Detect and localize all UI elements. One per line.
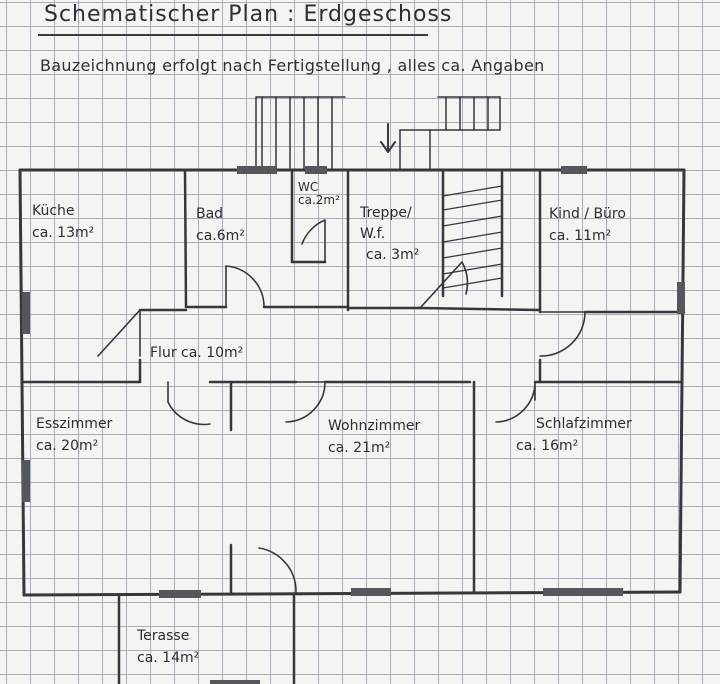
window-wc [305,166,327,174]
room-label-wc: WC ca.2m² [298,181,340,207]
window-wohn-bottom [351,588,391,596]
room-name-wohnzimmer: Wohnzimmer [328,418,421,434]
door-swings [97,219,586,593]
window-kueche [22,292,30,334]
window-ess [22,460,30,502]
window-schlaf-bottom [543,588,623,596]
room-area-kind: ca. 11m² [549,228,612,244]
room-label-treppe: Treppe/ W.f. ca. 3m² [360,203,419,266]
window-ess-bottom [159,590,201,598]
room-label-kind: Kind / Büro ca. 11m² [549,203,626,247]
outer-staircase [255,96,501,171]
room-name-kueche: Küche [32,203,75,219]
room-area-wc: ca.2m² [298,193,340,207]
room-name-flur: Flur [150,345,177,361]
room-area-esszimmer: ca. 20m² [36,438,99,454]
room-label-flur: Flur ca. 10m² [150,342,243,364]
room-name2-treppe: W.f. [360,226,386,242]
windows [22,166,685,684]
room-label-schlafzimmer: Schlafzimmer ca. 16m² [516,413,632,457]
room-area-wohnzimmer: ca. 21m² [328,440,391,456]
room-area-treppe: ca. 3m² [366,247,420,263]
room-name-esszimmer: Esszimmer [36,416,113,432]
page-title: Schematischer Plan : Erdgeschoss [44,2,453,27]
room-label-terasse: Terasse ca. 14m² [137,625,199,669]
room-area-schlafzimmer: ca. 16m² [516,438,579,454]
room-name-terasse: Terasse [137,628,190,644]
title-underline [38,34,428,36]
interior-walls [22,168,686,684]
room-area-flur: ca. 10m² [181,345,244,361]
window-terrace [210,680,260,684]
room-area-kueche: ca. 13m² [32,225,95,241]
window-kind-side [677,282,685,314]
room-name-kind: Kind / Büro [549,206,626,222]
room-label-bad: Bad ca.6m² [196,203,245,247]
room-name-schlafzimmer: Schlafzimmer [536,416,632,432]
page-subtitle: Bauzeichnung erfolgt nach Fertigstellung… [40,56,545,75]
room-label-kueche: Küche ca. 13m² [32,200,94,244]
inner-stair [442,185,503,289]
room-name-treppe: Treppe/ [360,205,412,221]
room-name-wc: WC [298,180,319,194]
room-label-wohnzimmer: Wohnzimmer ca. 21m² [328,415,420,459]
room-area-terasse: ca. 14m² [137,650,200,666]
room-area-bad: ca.6m² [196,228,245,244]
room-label-esszimmer: Esszimmer ca. 20m² [36,413,112,457]
window-kind [561,166,587,174]
room-name-bad: Bad [196,206,224,222]
window-bad [237,166,277,174]
